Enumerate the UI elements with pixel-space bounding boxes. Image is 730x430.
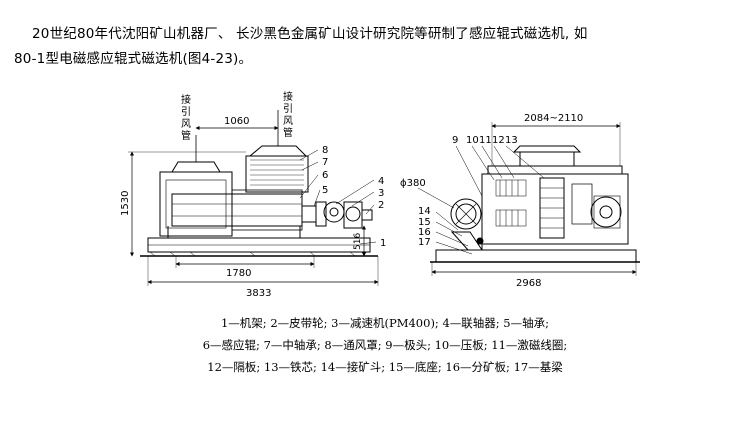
callout-6: 6 [322, 170, 328, 181]
callout-1: 1 [380, 238, 386, 249]
caption-line-3: 12—隔板; 13—铁芯; 14—接矿斗; 15—底座; 16—分矿板; 17—… [207, 360, 563, 374]
dim-2084-2110: 2084~2110 [524, 113, 583, 124]
dim-2968: 2968 [516, 278, 541, 289]
intro-paragraph: 20世纪80年代沈阳矿山机器厂、 长沙黑色金属矿山设计研究院等研制了感应辊式磁选… [14, 22, 714, 72]
figure-caption: 1—机架; 2—皮带轮; 3—减速机(PM400); 4—联轴器; 5—轴承; … [150, 312, 620, 378]
dim-1780: 1780 [226, 268, 251, 279]
dim-516: 516 [353, 233, 363, 250]
duct-label-right-4: 管 [283, 126, 293, 139]
duct-label-right-2: 引 [283, 103, 293, 115]
callout-12: 12 [492, 135, 505, 146]
duct-label-right-1: 接 [283, 90, 293, 103]
dim-1060: 1060 [224, 116, 249, 127]
front-view [417, 122, 640, 276]
duct-label-right-3: 风 [283, 115, 293, 127]
callout-4: 4 [378, 176, 384, 187]
side-view-labels: 接 引 风 管 接 引 风 管 1060 1530 516 1780 3833 … [120, 90, 386, 299]
callout-13: 13 [505, 135, 518, 146]
diameter-380: ϕ380 [400, 178, 426, 189]
callout-17: 17 [418, 237, 431, 248]
duct-label-left-3: 风 [181, 118, 191, 130]
front-view-labels: 2084~2110 ϕ380 2968 9 10 11 12 13 14 15 … [400, 113, 583, 289]
duct-label-left-4: 管 [181, 129, 191, 142]
dim-3833: 3833 [246, 288, 271, 299]
callout-7: 7 [322, 157, 328, 168]
callout-11: 11 [479, 135, 492, 146]
side-view [128, 110, 379, 286]
callout-14: 14 [418, 206, 431, 217]
callout-10: 10 [466, 135, 479, 146]
dim-1530: 1530 [120, 191, 131, 216]
callout-15: 15 [418, 217, 431, 228]
callout-9: 9 [452, 135, 458, 146]
duct-label-left-2: 引 [181, 106, 191, 118]
callout-8: 8 [322, 145, 328, 156]
callout-5: 5 [322, 185, 328, 196]
callout-3: 3 [378, 188, 384, 199]
callout-16: 16 [418, 227, 431, 238]
caption-line-2: 6—感应辊; 7—中轴承; 8—通风罩; 9—极头; 10—压板; 11—激磁线… [202, 338, 568, 352]
paragraph-line-1: 20世纪80年代沈阳矿山机器厂、 长沙黑色金属矿山设计研究院等研制了感应辊式磁选… [32, 26, 588, 42]
duct-label-left-1: 接 [181, 93, 191, 106]
paragraph-line-2: 80-1型电磁感应辊式磁选机(图4-23)。 [14, 51, 253, 67]
callout-2: 2 [378, 200, 384, 211]
caption-line-1: 1—机架; 2—皮带轮; 3—减速机(PM400); 4—联轴器; 5—轴承; [220, 316, 549, 330]
